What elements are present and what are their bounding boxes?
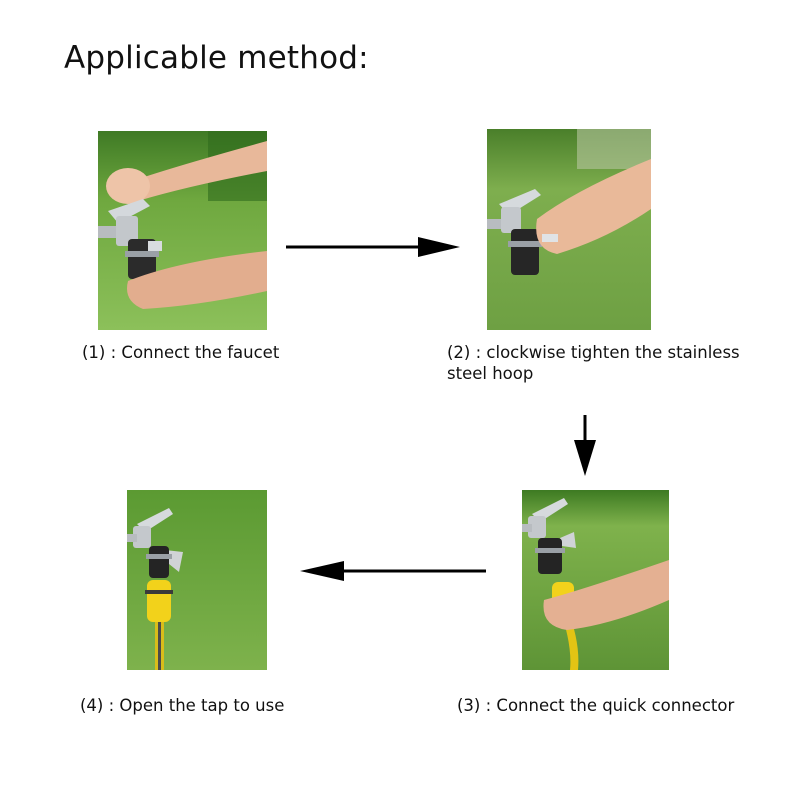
- step-1-photo: [98, 131, 267, 330]
- step-2-caption: (2) : clockwise tighten the stainless st…: [447, 343, 740, 383]
- step-3-photo: [522, 490, 669, 670]
- step-4-caption: (4) : Open the tap to use: [80, 696, 285, 715]
- left-arrow-icon: [300, 561, 486, 581]
- page-title: Applicable method:: [64, 40, 369, 76]
- step-3-caption: (3) : Connect the quick connector: [457, 696, 735, 715]
- step-1-caption: (1) : Connect the faucet: [82, 343, 280, 362]
- step-2-photo: [487, 129, 651, 330]
- down-arrow-icon: [574, 415, 596, 476]
- right-arrow-icon: [286, 237, 460, 257]
- step-4-photo: [127, 490, 267, 670]
